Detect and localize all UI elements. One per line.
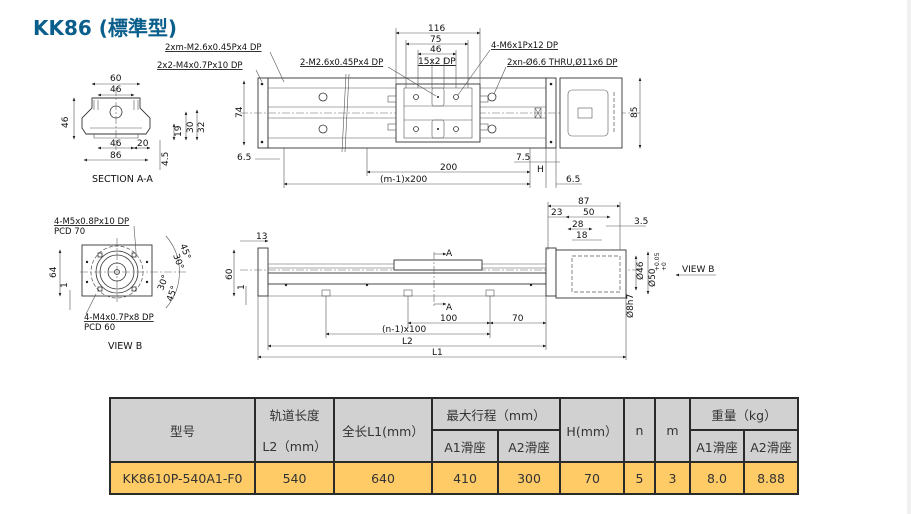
section-a-a-view: 60 46 46 46 20 86 19 30 32 4.5 SECTION A… <box>61 74 207 185</box>
scrollbar-track[interactable] <box>907 0 911 514</box>
callout-4-m5: 4-M5x0.8Px10 DP <box>54 217 129 227</box>
view-b: 64 1 45° 30° 30° 45° 4-M5x0.8Px10 DP PCD… <box>49 217 192 352</box>
header-n: n <box>623 397 656 463</box>
cell-weight-a2: 8.88 <box>743 461 799 495</box>
dim-section-46-top: 46 <box>110 85 122 95</box>
cell-l1: 640 <box>333 461 433 495</box>
motor-dims: 87 23 50 28 18 3.5 Ø46 Ø50 +0.05 +0 Ø8h7… <box>547 197 716 318</box>
dim-section-32: 32 <box>197 122 207 133</box>
slider-block <box>395 83 481 143</box>
callout-2x2-m4: 2x2-M4x0.7Px10 DP <box>157 61 243 71</box>
header-h: H(mm） <box>559 397 625 463</box>
dim-46: 46 <box>430 45 442 55</box>
dim-87: 87 <box>578 197 589 207</box>
header-rail-length-line2: L2（mm） <box>254 430 335 463</box>
dim-section-30: 30 <box>186 121 196 133</box>
table-row: KK8610P-540A1-F0 540 640 410 300 70 5 3 … <box>109 461 799 495</box>
dim-d50-tol-upper: +0.05 <box>654 252 661 271</box>
dim-H: H <box>537 165 544 175</box>
header-weight-a1: A1滑座 <box>689 429 745 463</box>
dim-d50-tol-lower: +0 <box>661 262 668 271</box>
dim-L2: L2 <box>402 337 413 347</box>
dim-m-1-x200: (m-1)x200 <box>380 175 428 185</box>
dim-200: 200 <box>440 163 457 173</box>
header-weight-a2: A2滑座 <box>743 429 799 463</box>
cell-stroke-a1: 410 <box>431 461 499 495</box>
view-b-pointer-label: VIEW B <box>682 265 714 275</box>
cell-h: 70 <box>559 461 625 495</box>
view-b-label: VIEW B <box>108 341 142 352</box>
dim-13: 13 <box>256 232 267 242</box>
section-a-a-label: SECTION A-A <box>92 174 153 185</box>
callout-4-m4: 4-M4x0.7Px8 DP <box>84 313 154 323</box>
dim-3-5: 3.5 <box>634 217 648 227</box>
header-max-stroke: 最大行程（mm） <box>431 397 561 431</box>
side-view: A A 13 60 1 100 70 (n-1)x100 L2 L1 <box>225 232 640 360</box>
callout-pcd-60: PCD 60 <box>84 323 115 333</box>
dim-85: 85 <box>630 107 640 118</box>
callout-2-m2-6: 2-M2.6x0.45Px4 DP <box>300 58 383 68</box>
motor-housing <box>559 77 623 149</box>
spec-table: 型号 轨道长度 全长L1(mm） 最大行程（mm） H(mm） n m 重量（k… <box>109 397 799 495</box>
cell-stroke-a2: 300 <box>497 461 561 495</box>
dim-50: 50 <box>583 208 595 218</box>
dim-6-5-left: 6.5 <box>237 153 251 163</box>
dim-section-60: 60 <box>110 74 122 84</box>
dim-18: 18 <box>576 231 588 241</box>
dim-23: 23 <box>551 208 562 218</box>
section-marker-a-top: A <box>446 249 453 259</box>
cell-n: 5 <box>623 461 656 495</box>
dim-section-19: 19 <box>174 125 184 137</box>
header-stroke-a1: A1滑座 <box>431 429 499 463</box>
callout-2xm-m2-6: 2xm-M2.6x0.45Px4 DP <box>165 43 262 53</box>
dim-100: 100 <box>440 314 457 324</box>
top-view: 116 75 46 15x2 DP 2xm-M2.6x0.45Px4 DP 2x… <box>157 24 642 188</box>
dim-70: 70 <box>512 314 524 324</box>
dim-section-46-bottom: 46 <box>110 139 122 149</box>
dim-view-b-1: 1 <box>60 282 70 288</box>
dim-116: 116 <box>428 24 445 34</box>
dim-74: 74 <box>235 106 245 118</box>
dim-section-86: 86 <box>110 151 122 161</box>
header-m: m <box>654 397 691 463</box>
dim-d50: Ø50 <box>647 268 658 287</box>
callout-pcd-70: PCD 70 <box>54 227 85 237</box>
technical-drawing: 60 46 46 46 20 86 19 30 32 4.5 SECTION A… <box>49 24 716 360</box>
dim-15x2-dp: 15x2 DP <box>418 57 456 67</box>
section-marker-a-bottom: A <box>446 303 453 313</box>
dim-L1: L1 <box>432 348 443 358</box>
dim-n-1-x100: (n-1)x100 <box>382 325 426 335</box>
header-rail-length-line1: 轨道长度 <box>254 397 335 430</box>
dim-d46: Ø46 <box>635 261 646 280</box>
callout-4-m6: 4-M6x1Px12 DP <box>491 41 558 51</box>
angle-45-bottom: 45° <box>165 285 180 303</box>
cell-l2: 540 <box>254 461 335 495</box>
page-title: KK86 (標準型) <box>33 16 178 40</box>
cell-weight-a1: 8.0 <box>689 461 745 495</box>
cell-model: KK8610P-540A1-F0 <box>109 461 256 495</box>
dim-75: 75 <box>430 35 441 45</box>
dim-7-5: 7.5 <box>516 153 530 163</box>
cell-m: 3 <box>654 461 691 495</box>
dim-28: 28 <box>572 220 584 230</box>
header-model: 型号 <box>109 397 256 463</box>
dim-section-20: 20 <box>137 139 149 149</box>
header-weight: 重量（kg） <box>689 397 799 431</box>
header-stroke-a2: A2滑座 <box>497 429 561 463</box>
dim-side-60: 60 <box>225 268 235 280</box>
header-total-length: 全长L1(mm） <box>333 397 433 463</box>
dim-6-5-right: 6.5 <box>566 175 580 185</box>
dim-section-46-height: 46 <box>61 116 71 128</box>
dim-section-4-5: 4.5 <box>161 152 171 166</box>
dim-view-b-64: 64 <box>49 266 59 278</box>
dim-side-1: 1 <box>237 284 247 290</box>
callout-2xn-d6-6: 2xn-Ø6.6 THRU,Ø11x6 DP <box>507 57 618 68</box>
dim-d8h7: Ø8h7 <box>625 294 636 318</box>
